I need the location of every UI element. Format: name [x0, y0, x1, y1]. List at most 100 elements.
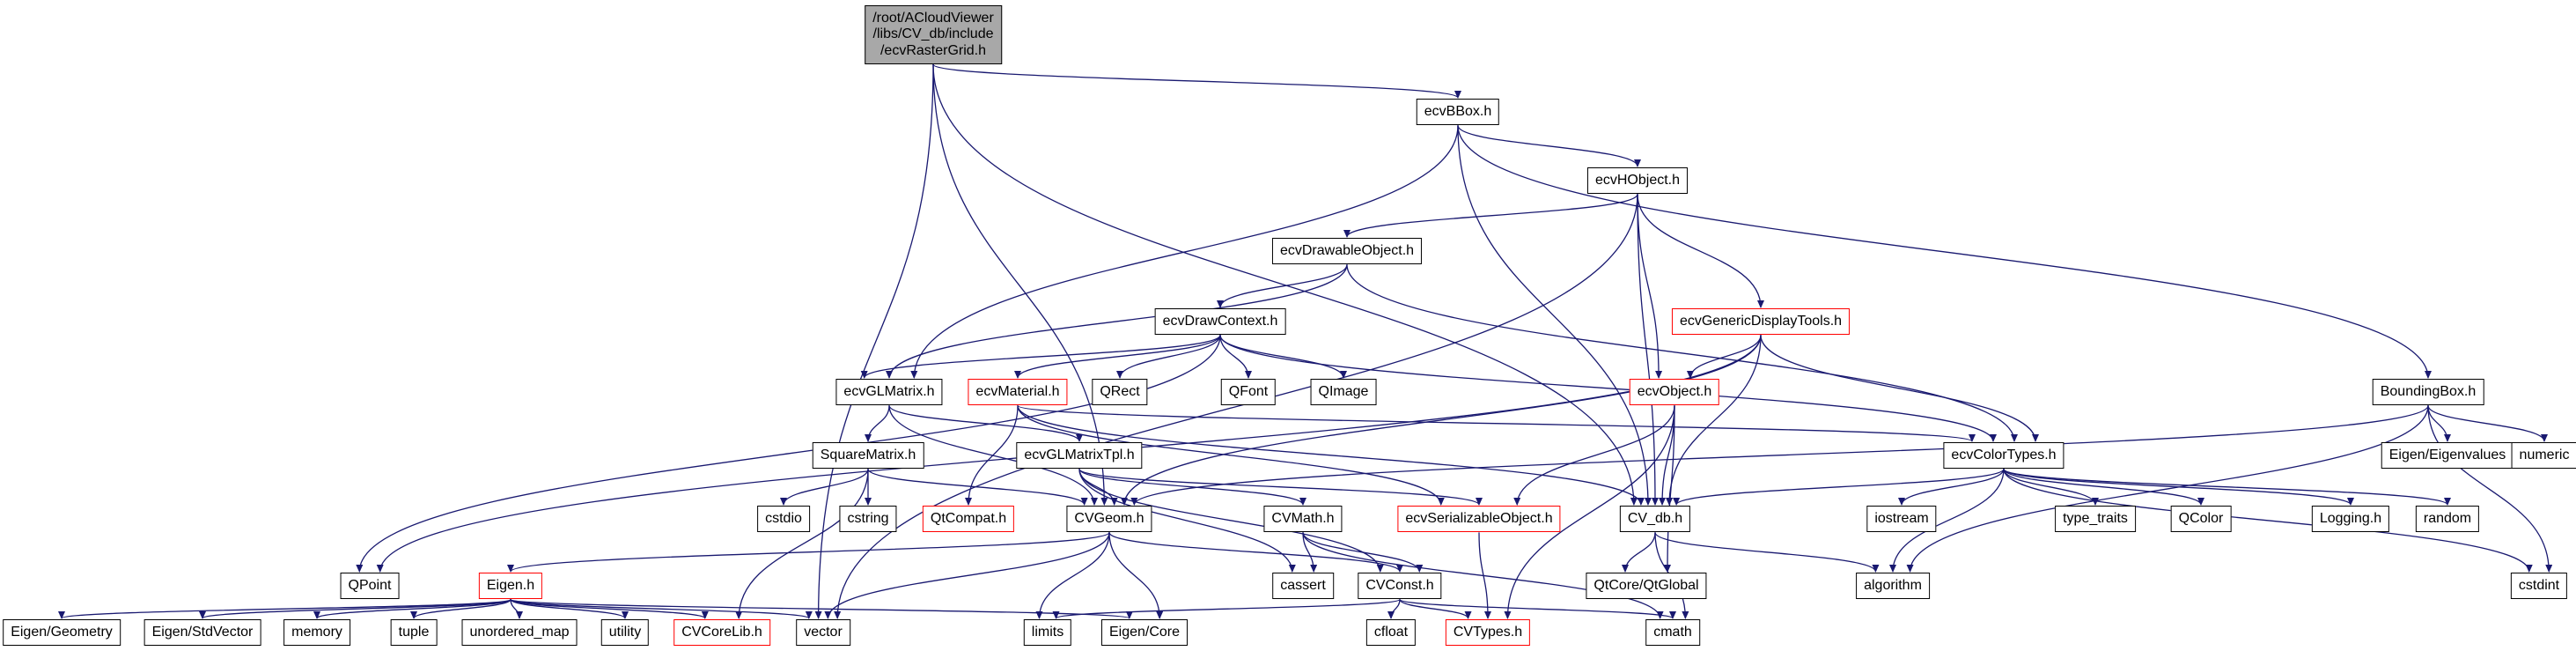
include-edge-drawcontext-to-qfont [1219, 335, 1252, 379]
include-edge-colortypes-to-cvdb [1673, 468, 2005, 506]
include-edge-bbox-to-boundingbox [1457, 125, 2432, 379]
graph-node-logging[interactable]: Logging.h [2311, 506, 2390, 533]
include-edge-boundingbox-to-cvgeom [1130, 405, 2429, 506]
graph-node-cvgeom[interactable]: CVGeom.h [1066, 506, 1152, 533]
graph-node-colortypes[interactable]: ecvColorTypes.h [1943, 442, 2064, 470]
include-edge-material-to-serializable [1017, 405, 1445, 506]
include-edge-eigenh-to-tuple [410, 598, 512, 619]
graph-node-drawcontext[interactable]: ecvDrawContext.h [1154, 308, 1286, 336]
graph-node-boundingbox[interactable]: BoundingBox.h [2372, 379, 2484, 406]
graph-node-cvtypes[interactable]: CVTypes.h [1445, 619, 1531, 647]
include-edge-hobject-to-vector [834, 194, 1638, 619]
graph-node-qimage: QImage [1310, 379, 1377, 406]
include-edge-cvgeom-to-limits [1035, 532, 1110, 619]
include-edge-eigenh-to-eigenstdvector [199, 598, 512, 619]
include-edge-squarematrix-to-cvcorelib [735, 469, 869, 619]
graph-node-glmatrixtpl[interactable]: ecvGLMatrixTpl.h [1016, 442, 1143, 470]
include-edge-cvgeom-to-eigenh [507, 531, 1110, 573]
graph-node-bbox[interactable]: ecvBBox.h [1416, 99, 1500, 126]
include-edge-glmatrixtpl-to-serializable [1078, 468, 1483, 506]
include-edge-glmatrixtpl-to-cvconst [1078, 469, 1384, 573]
graph-node-glmatrix[interactable]: ecvGLMatrix.h [835, 379, 943, 406]
include-edge-drawcontext-to-qpoint [356, 335, 1221, 573]
include-edge-gdt-to-colortypes [1760, 335, 2039, 442]
include-edge-colortypes-to-algorithm [1889, 469, 2005, 573]
graph-node-serializable[interactable]: ecvSerializableObject.h [1397, 506, 1561, 533]
include-edge-colortypes-to-cstdint [2003, 469, 2533, 573]
include-edge-raster-to-cvdb [932, 64, 1638, 506]
include-edge-object-to-qtglobal [1664, 405, 1675, 573]
graph-node-cstdint: cstdint [2510, 573, 2568, 600]
include-edge-boundingbox-to-algorithm [1906, 405, 2429, 573]
graph-node-squarematrix[interactable]: SquareMatrix.h [812, 442, 924, 470]
include-edge-boundingbox-to-cstdint [2427, 405, 2553, 573]
include-edge-eigenh-to-eigengeometry [58, 598, 512, 619]
include-edge-bbox-to-cvdb [1457, 125, 1652, 506]
include-edge-drawcontext-to-colortypes [1219, 335, 1997, 442]
graph-node-qcolor: QColor [2170, 506, 2232, 533]
graph-node-hobject[interactable]: ecvHObject.h [1586, 167, 1689, 195]
graph-node-qfont: QFont [1220, 379, 1277, 406]
include-edge-colortypes-to-iostream [1898, 469, 2005, 506]
include-edge-eigenh-to-eigencore [510, 598, 1133, 619]
graph-node-material[interactable]: ecvMaterial.h [968, 379, 1068, 406]
include-edge-gdt-to-cvdb [1666, 335, 1762, 506]
include-edge-eigenh-to-memory [313, 598, 512, 619]
graph-node-cvconst[interactable]: CVConst.h [1358, 573, 1442, 600]
include-edge-squarematrix-to-cstdio [780, 469, 869, 506]
graph-node-raster: /root/ACloudViewer /libs/CV_db/include /… [865, 5, 1002, 65]
graph-node-random: random [2415, 506, 2480, 533]
graph-node-cstring: cstring [839, 506, 897, 533]
graph-node-iostream: iostream [1866, 506, 1937, 533]
include-edge-gdt-to-cvgeom [1121, 335, 1762, 506]
include-edge-hobject-to-drawable [1343, 194, 1638, 238]
graph-node-numeric: numeric [2511, 442, 2576, 470]
include-edge-serializable-to-cvtypes [1478, 532, 1491, 619]
include-edge-cvmath-to-cassert [1302, 532, 1318, 573]
include-edge-glmatrix-to-squarematrix [865, 405, 890, 442]
include-edge-eigenh-to-cvcorelib [510, 598, 709, 619]
graph-node-cstdio: cstdio [757, 506, 810, 533]
include-edge-eigenh-to-unorderedmap [510, 599, 523, 619]
include-edge-hobject-to-cvdb [1637, 194, 1659, 506]
include-edge-glmatrixtpl-to-cvmath [1078, 469, 1306, 506]
graph-node-drawable[interactable]: ecvDrawableObject.h [1271, 238, 1423, 265]
include-edge-glmatrix-to-cvgeom [888, 405, 1098, 506]
include-edge-colortypes-to-qcolor [2003, 469, 2204, 506]
graph-node-qrect: QRect [1092, 379, 1148, 406]
include-edge-object-to-serializable [1513, 405, 1675, 506]
include-edge-drawable-to-glmatrix [886, 264, 1348, 379]
graph-node-qpoint: QPoint [340, 573, 400, 600]
include-edge-colortypes-to-logging [2003, 468, 2354, 506]
include-edge-drawcontext-to-qrect [1116, 335, 1221, 379]
include-edge-drawcontext-to-glmatrix [860, 334, 1221, 379]
graph-node-cfloat: cfloat [1365, 619, 1417, 647]
graph-node-cvcorelib[interactable]: CVCoreLib.h [673, 619, 770, 647]
include-edge-cvgeom-to-cvconst [1108, 532, 1403, 573]
include-edge-colortypes-to-random [2003, 468, 2451, 506]
graph-node-cvdb[interactable]: CV_db.h [1619, 506, 1691, 533]
graph-node-qtcompat[interactable]: QtCompat.h [922, 506, 1015, 533]
include-edge-cvdb-to-qtglobal [1622, 532, 1656, 573]
graph-node-cassert: cassert [1272, 573, 1334, 600]
include-edge-cvconst-to-cmath [1399, 598, 1676, 619]
graph-node-object[interactable]: ecvObject.h [1629, 379, 1720, 406]
graph-node-cmath: cmath [1645, 619, 1700, 647]
graph-node-algorithm: algorithm [1856, 573, 1930, 600]
include-edge-raster-to-bbox [932, 63, 1461, 99]
include-edge-eigenh-to-vector [510, 598, 813, 619]
include-edge-cvmath-to-cvconst [1302, 532, 1424, 573]
graph-node-limits: limits [1023, 619, 1072, 647]
include-edge-cvconst-to-cfloat [1387, 599, 1401, 619]
include-edge-boundingbox-to-numeric [2427, 405, 2548, 442]
include-edge-bbox-to-glmatrix [910, 125, 1459, 379]
include-edge-squarematrix-to-cvgeom [867, 469, 1088, 506]
include-edge-cvgeom-to-vector [824, 532, 1110, 619]
graph-node-cvmath[interactable]: CVMath.h [1263, 506, 1343, 533]
graph-node-gdt[interactable]: ecvGenericDisplayTools.h [1671, 308, 1851, 336]
graph-node-memory: memory [283, 619, 350, 647]
graph-node-eigenh[interactable]: Eigen.h [478, 573, 543, 600]
include-edge-gdt-to-object [1686, 335, 1762, 379]
include-edge-cvmath-to-cmath [1302, 532, 1664, 619]
